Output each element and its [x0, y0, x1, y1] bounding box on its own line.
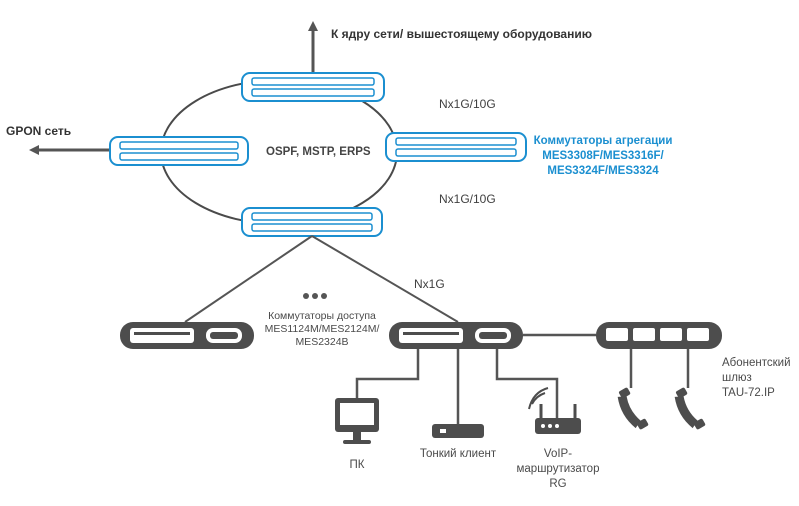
pc-icon	[335, 398, 379, 444]
subscriber-gateway	[596, 322, 722, 349]
gateway-label: Абонентский шлюз TAU-72.IP	[722, 356, 791, 401]
link-access-left	[184, 235, 313, 323]
aggregation-label: Коммутаторы агрегации MES3308F/MES3316F/…	[530, 134, 676, 179]
voip-line-3: RG	[549, 478, 567, 490]
gpon-label: GPON сеть	[6, 124, 72, 138]
protocols-label: OSPF, MSTP, ERPS	[266, 146, 371, 158]
voip-line-2: маршрутизатор	[516, 463, 600, 475]
aggregation-switch-left	[109, 136, 249, 166]
thin-client-icon	[432, 424, 484, 438]
access-models-2: MES2324B	[295, 336, 349, 348]
phone-handset-icon	[674, 387, 706, 430]
gateway-line-1: Абонентский	[722, 357, 791, 369]
more-switches-dot	[312, 293, 318, 299]
ring-speed-top-label: Nx1G/10G	[439, 97, 496, 111]
thin-client-label: Тонкий клиент	[419, 448, 497, 460]
voip-router-label: VoIP- маршрутизатор RG	[505, 447, 611, 492]
access-switch-right	[389, 322, 523, 349]
link-access-right	[311, 235, 459, 323]
aggregation-models-1: MES3308F/MES3316F/	[542, 150, 664, 162]
access-speed-label: Nx1G	[414, 277, 445, 291]
voip-router-icon	[528, 387, 581, 434]
aggregation-title: Коммутаторы агрегации	[533, 135, 673, 147]
access-label: Коммутаторы доступа MES1124M/MES2124M/ M…	[258, 310, 386, 349]
access-title: Коммутаторы доступа	[268, 310, 376, 322]
more-switches-dot	[303, 293, 309, 299]
access-models-1: MES1124M/MES2124M/	[264, 323, 380, 335]
uplink-label: К ядру сети/ вышестоящему оборудованию	[331, 27, 592, 41]
link-pc	[355, 349, 420, 398]
phone-handset-icon	[617, 387, 649, 430]
aggregation-models-2: MES3324F/MES3324	[547, 165, 659, 177]
aggregation-switch-top	[241, 72, 385, 102]
gateway-line-3: TAU-72.IP	[722, 387, 775, 399]
voip-line-1: VoIP-	[543, 448, 573, 460]
link-voip-router	[495, 349, 559, 418]
gateway-line-2: шлюз	[722, 372, 752, 384]
aggregation-switch-right	[385, 132, 527, 162]
pc-label: ПК	[349, 459, 365, 471]
access-switch-left	[120, 322, 254, 349]
aggregation-switch-bottom	[241, 207, 383, 237]
ring-speed-bottom-label: Nx1G/10G	[439, 192, 496, 206]
more-switches-dot	[321, 293, 327, 299]
